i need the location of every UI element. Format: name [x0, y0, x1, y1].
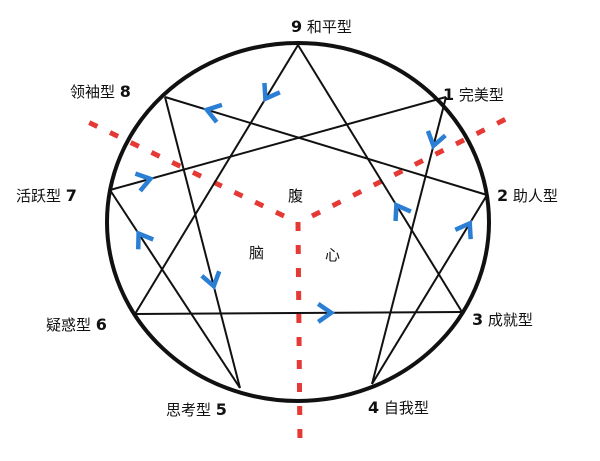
arrow-7-to-1-icon [134, 171, 155, 193]
type-8-label: 领袖型 8 [70, 82, 131, 101]
connection-line-7-1 [109, 96, 447, 191]
connection-line-1-4 [371, 96, 447, 385]
arrow-8-to-5-icon [200, 270, 222, 290]
arrow-4-to-2-icon [454, 219, 473, 240]
outer-circle [105, 41, 491, 403]
connection-line-9-3 [297, 44, 463, 313]
heart-center-label: 心 [325, 246, 341, 264]
arrow-1-to-4-icon [425, 130, 447, 150]
divider-head-heart [295, 221, 303, 446]
type-1-label: 1 完美型 [443, 85, 504, 104]
connection-line-2-8 [164, 96, 488, 196]
type-2-label: 2 助人型 [497, 186, 558, 205]
arrow-6-to-3-icon [316, 302, 336, 324]
head-center-label: 脑 [249, 244, 265, 262]
type-4-label: 4 自我型 [368, 398, 429, 417]
gut-center-label: 腹 [288, 187, 304, 205]
arrow-2-to-8-icon [203, 102, 223, 124]
type-9-label: 9 和平型 [291, 17, 352, 36]
type-6-label: 疑惑型 6 [46, 315, 107, 334]
arrow-3-to-9-icon [393, 201, 412, 222]
type-3-label: 3 成就型 [472, 310, 533, 329]
arrow-5-to-7-icon [135, 230, 155, 250]
connection-line-3-6 [134, 311, 463, 315]
arrow-9-to-6-icon [262, 82, 281, 103]
connection-line-5-7 [109, 189, 241, 389]
type-5-label: 思考型 5 [166, 400, 227, 419]
type-7-label: 活跃型 7 [16, 186, 77, 205]
connection-line-8-5 [164, 96, 241, 389]
